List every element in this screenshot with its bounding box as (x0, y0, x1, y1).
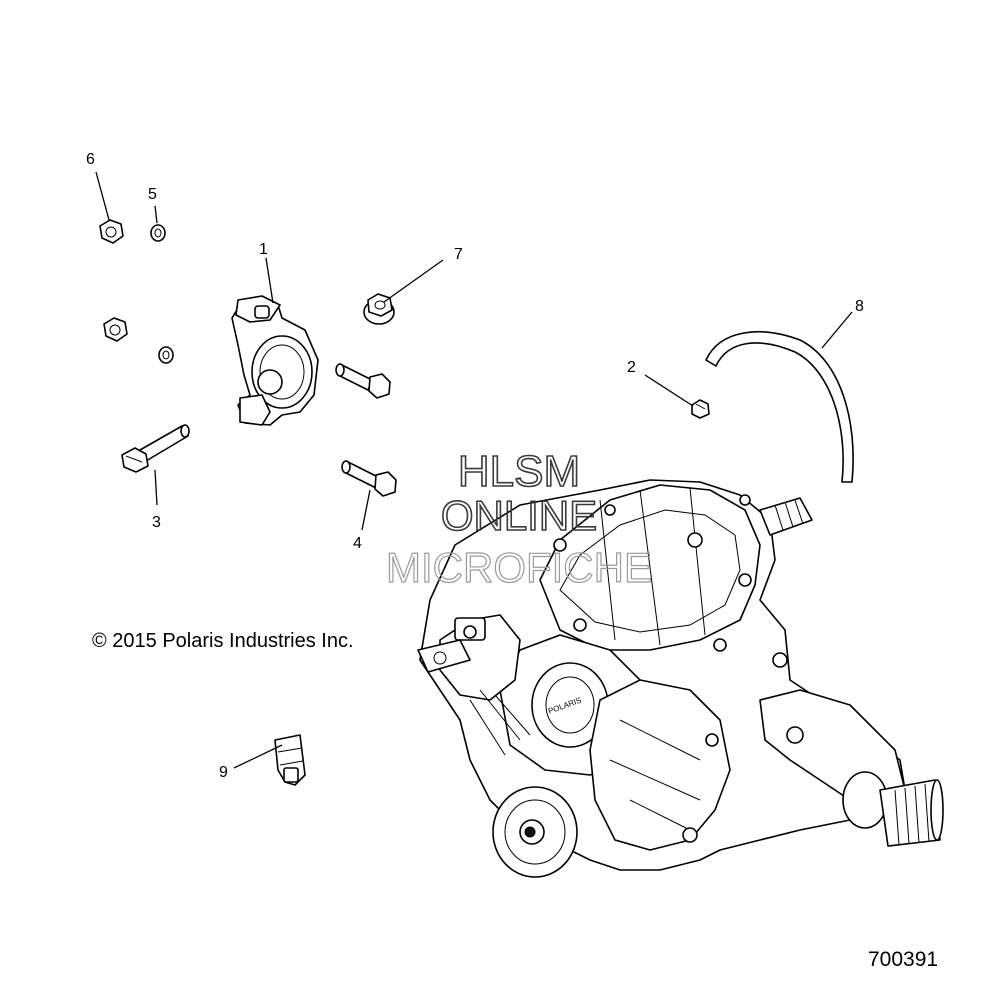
callout-5: 5 (148, 186, 157, 203)
callout-4: 4 (353, 535, 362, 552)
transmission-assembly: POLARIS (417, 479, 944, 878)
upper-output-shaft (759, 497, 813, 536)
part-8-vent-hose (705, 331, 854, 483)
lower-pulley (492, 786, 578, 878)
copyright-notice: © 2015 Polaris Industries Inc. (92, 630, 354, 652)
part-2-clip-nut (691, 399, 710, 419)
part-9-connector-clip (274, 734, 306, 786)
callout-7: 7 (454, 246, 463, 263)
watermark-line1: HLSM (458, 447, 580, 496)
callout-2: 2 (627, 359, 636, 376)
part-6-nut (99, 219, 128, 342)
watermark-line2: ONLINE (441, 492, 597, 539)
diagram-number: 700391 (868, 948, 938, 971)
leader-lines (95, 171, 853, 769)
watermark-line3: MICROFICHE (386, 544, 652, 591)
callout-8: 8 (855, 298, 864, 315)
part-1-shift-sensor (231, 295, 319, 426)
rear-output-housing (759, 652, 944, 847)
sensor-bolt (335, 363, 391, 399)
watermark: HLSM ONLINE MICROFICHE (385, 446, 652, 591)
callout-9: 9 (219, 764, 228, 781)
callout-6: 6 (86, 151, 95, 168)
shift-drum-area (417, 614, 531, 756)
callout-3: 3 (152, 514, 161, 531)
part-5-washer (150, 224, 174, 364)
part-7-flange-nut (363, 293, 395, 325)
part-3-bolt (121, 424, 190, 473)
callout-1: 1 (259, 241, 268, 258)
part-4-bolt (341, 460, 397, 497)
